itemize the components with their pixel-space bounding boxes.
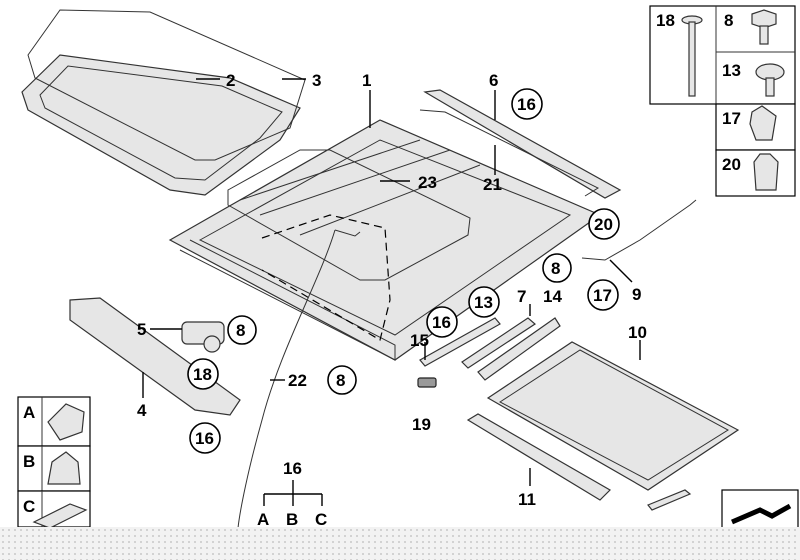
svg-text:17: 17 <box>722 109 741 128</box>
legend-item-18: 18 <box>656 11 703 97</box>
callout-3: 3 <box>312 71 321 90</box>
svg-text:18: 18 <box>193 365 212 384</box>
glass-seal-part <box>27 9 306 161</box>
svg-text:13: 13 <box>722 61 741 80</box>
callout-22: 22 <box>288 371 307 390</box>
callout-4: 4 <box>137 401 147 420</box>
svg-text:2: 2 <box>226 71 235 90</box>
svg-text:C: C <box>23 497 35 516</box>
callout-19: 19 <box>412 415 431 434</box>
variant-tree-16: 16 A B C <box>257 459 327 529</box>
svg-text:16: 16 <box>432 313 451 332</box>
glass-panel-part <box>21 54 301 196</box>
svg-text:22: 22 <box>288 371 307 390</box>
svg-text:8: 8 <box>236 321 245 340</box>
svg-text:5: 5 <box>137 320 146 339</box>
svg-text:13: 13 <box>474 293 493 312</box>
callout-17-circled: 17 <box>587 279 619 311</box>
svg-text:C: C <box>315 510 327 529</box>
callout-21: 21 <box>483 175 502 194</box>
callout-8-circled-b: 8 <box>327 365 357 395</box>
callout-8-circled-c: 8 <box>542 253 572 283</box>
page-footer-strip <box>0 527 800 560</box>
callout-15: 15 <box>410 331 429 350</box>
svg-text:6: 6 <box>489 71 498 90</box>
legend-item-13: 13 <box>722 61 785 97</box>
svg-text:3: 3 <box>312 71 321 90</box>
callout-1: 1 <box>362 71 371 90</box>
callout-7: 7 <box>517 287 526 306</box>
callout-20-circled: 20 <box>588 208 620 240</box>
svg-text:17: 17 <box>593 286 612 305</box>
svg-text:19: 19 <box>412 415 431 434</box>
svg-text:14: 14 <box>543 287 562 306</box>
svg-text:10: 10 <box>628 323 647 342</box>
legend-box-a: A <box>17 396 91 447</box>
svg-text:4: 4 <box>137 401 147 420</box>
callout-23: 23 <box>418 173 437 192</box>
svg-text:23: 23 <box>418 173 437 192</box>
svg-text:16: 16 <box>517 95 536 114</box>
svg-text:1: 1 <box>362 71 371 90</box>
callout-14: 14 <box>543 287 562 306</box>
svg-text:B: B <box>286 510 298 529</box>
drive-motor-part <box>181 321 225 353</box>
callout-16-circled-c: 16 <box>189 422 221 454</box>
callout-8-circled-a: 8 <box>227 315 257 345</box>
callout-10: 10 <box>628 323 647 342</box>
diagram-stamp-icon <box>721 489 799 531</box>
callout-18-circled: 18 <box>187 358 219 390</box>
wind-deflector-part <box>419 89 622 199</box>
legend-box-c: C <box>17 490 91 529</box>
callout-16-circled-b: 16 <box>426 306 458 338</box>
svg-text:8: 8 <box>336 371 345 390</box>
frame-seal-part <box>227 149 471 281</box>
svg-text:B: B <box>23 452 35 471</box>
svg-text:A: A <box>257 510 269 529</box>
legend-item-8: 8 <box>724 9 777 45</box>
side-rail-part <box>69 297 241 416</box>
svg-text:7: 7 <box>517 287 526 306</box>
legend-item-20: 20 <box>722 153 779 191</box>
callout-2: 2 <box>226 71 235 90</box>
svg-text:20: 20 <box>722 155 741 174</box>
callout-13-circled: 13 <box>468 286 500 318</box>
svg-text:9: 9 <box>632 285 641 304</box>
callout-11: 11 <box>518 490 536 509</box>
svg-text:16: 16 <box>195 429 214 448</box>
svg-text:8: 8 <box>724 11 733 30</box>
svg-text:21: 21 <box>483 175 502 194</box>
svg-text:20: 20 <box>594 215 613 234</box>
handle-strip-part <box>466 413 611 501</box>
svg-text:11: 11 <box>518 490 536 509</box>
guide-rail-parts <box>417 317 561 388</box>
svg-text:8: 8 <box>551 259 560 278</box>
sun-blind-part <box>486 341 740 491</box>
callout-16-circled-a: 16 <box>511 88 543 120</box>
callout-6: 6 <box>489 71 498 90</box>
svg-text:18: 18 <box>656 11 675 30</box>
callout-9: 9 <box>632 285 641 304</box>
svg-text:15: 15 <box>410 331 429 350</box>
legend-item-17: 17 <box>722 105 777 141</box>
svg-text:A: A <box>23 403 35 422</box>
callout-5: 5 <box>137 320 146 339</box>
legend-box-b: B <box>17 445 91 492</box>
svg-text:16: 16 <box>283 459 302 478</box>
